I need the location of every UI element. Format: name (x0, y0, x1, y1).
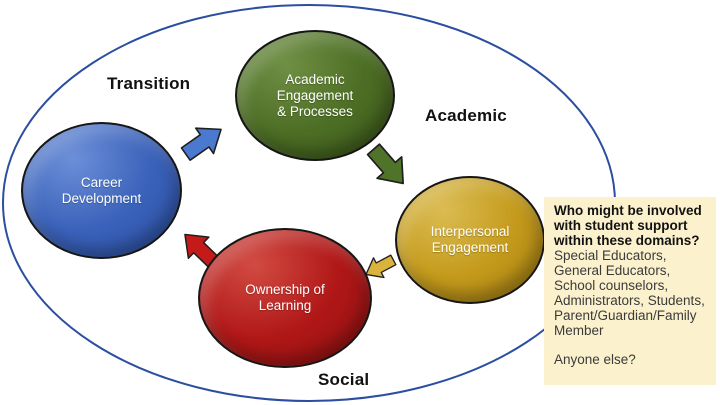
node-academic-engagement-label: Academic Engagement & Processes (276, 71, 354, 119)
domain-label-social: Social (318, 370, 370, 389)
node-ownership-of-learning: Ownership of Learning (198, 228, 372, 368)
support-note-people: Special Educators, General Educators, Sc… (554, 248, 705, 338)
arrow-academic-to-interpersonal-icon (366, 143, 404, 185)
node-career-development-label: Career Development (61, 174, 142, 206)
support-note-question: Who might be involved with student suppo… (554, 203, 702, 248)
domain-label-academic: Academic (425, 106, 507, 125)
domain-label-transition: Transition (107, 74, 191, 93)
arrow-interpersonal-to-ownership-icon (365, 254, 397, 279)
arrow-career-to-academic-icon (180, 127, 222, 161)
node-interpersonal-engagement: Interpersonal Engagement (395, 176, 545, 304)
support-note-followup: Anyone else? (554, 352, 636, 367)
node-ownership-of-learning-label: Ownership of Learning (245, 282, 325, 313)
support-note: Who might be involved with student suppo… (544, 197, 716, 385)
node-career-development: Career Development (21, 122, 182, 259)
node-academic-engagement: Academic Engagement & Processes (235, 30, 395, 161)
node-interpersonal-engagement-label: Interpersonal Engagement (430, 224, 510, 255)
